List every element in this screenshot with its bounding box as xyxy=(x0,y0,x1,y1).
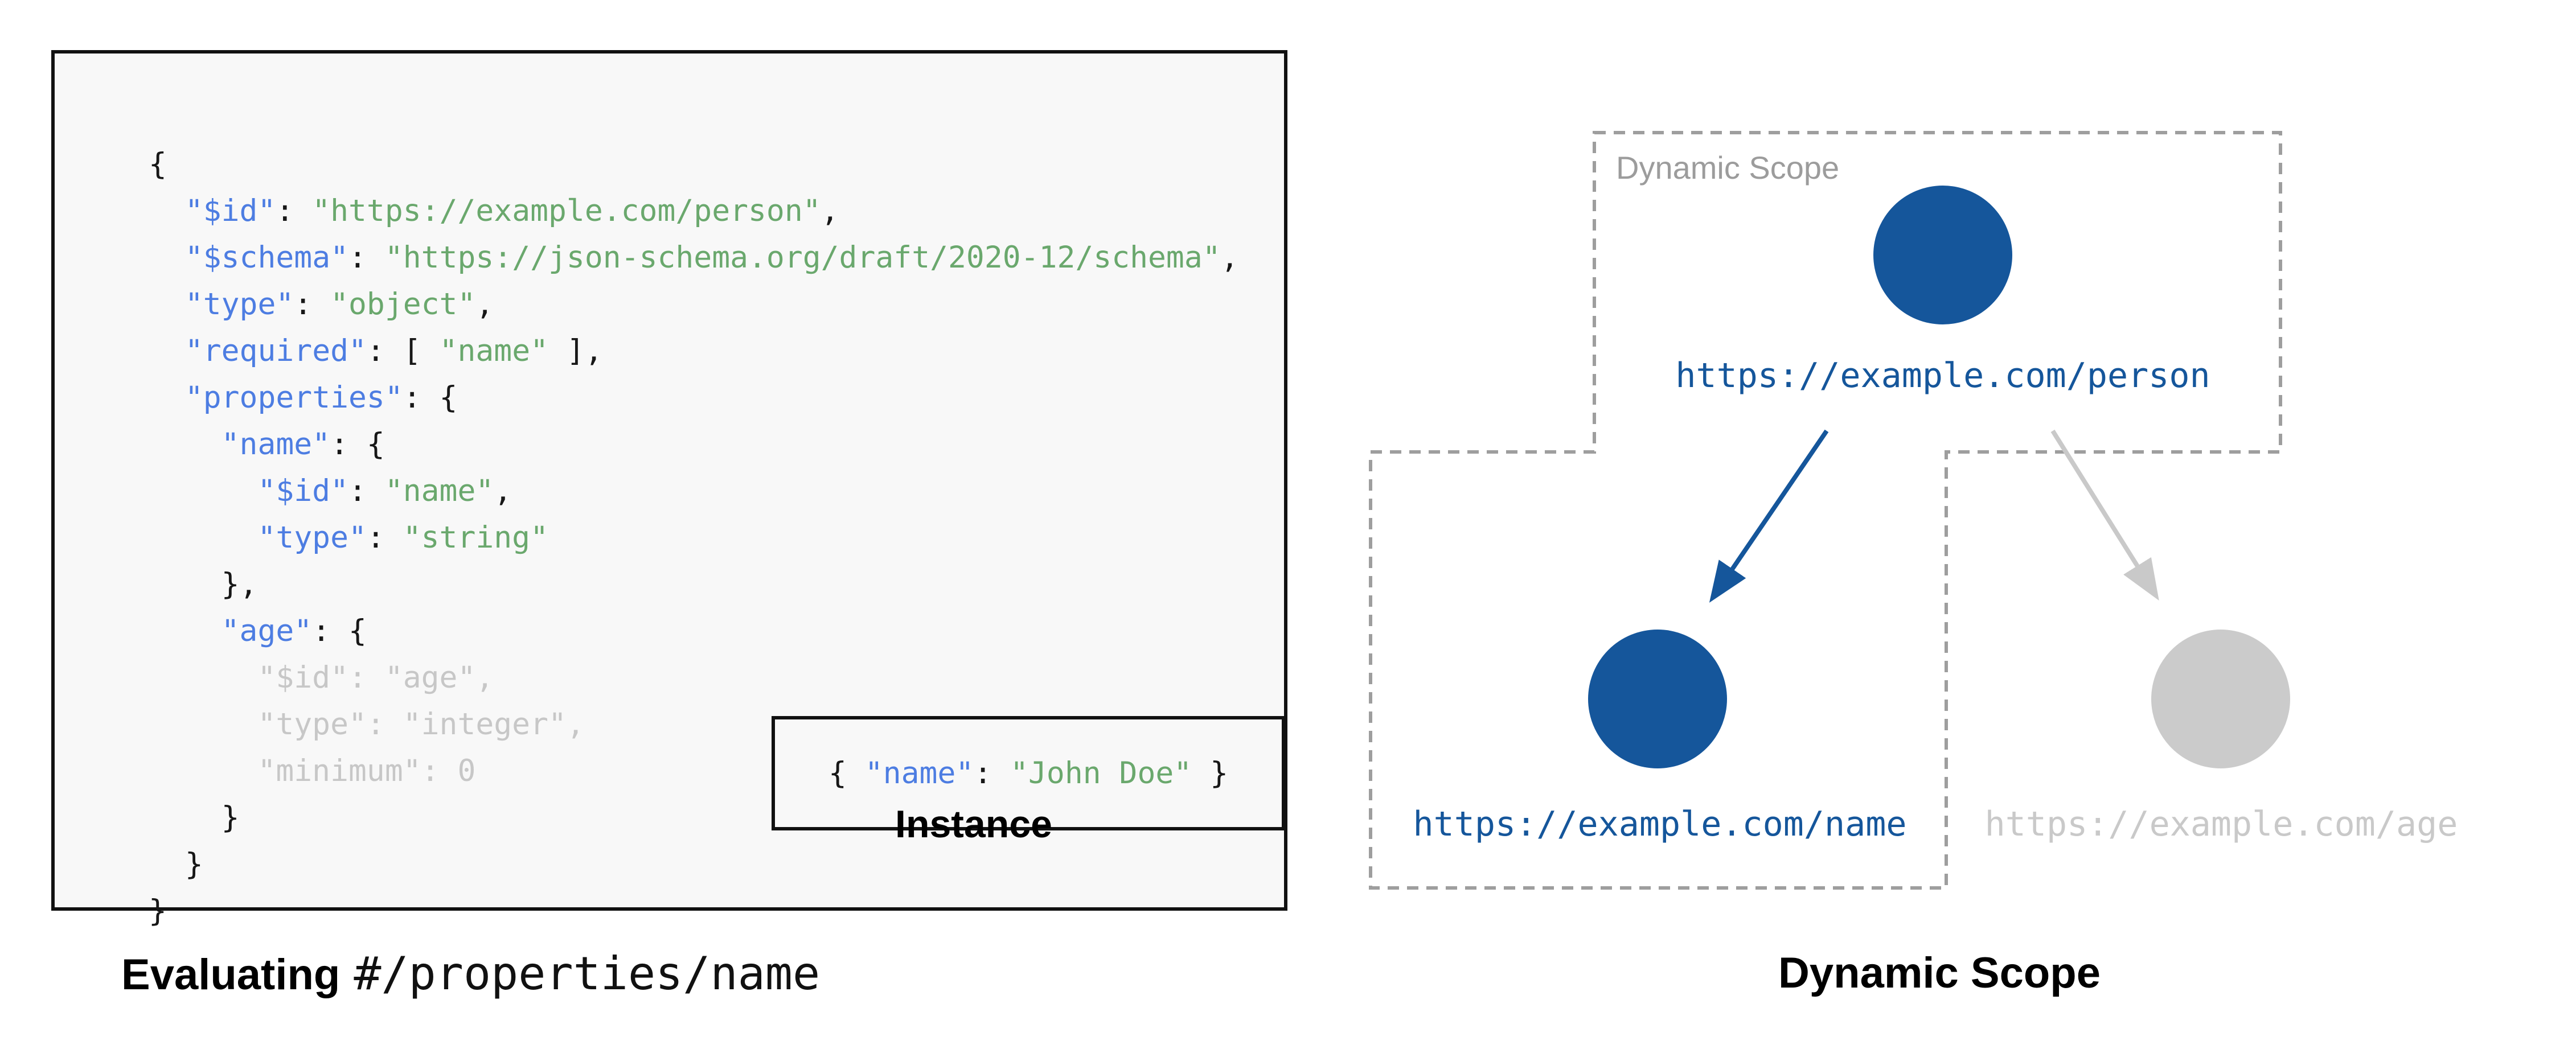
diagram-title: Dynamic Scope xyxy=(1778,949,2101,997)
name-schema-node xyxy=(1588,630,1727,768)
left-caption-evaluating: Evaluating xyxy=(121,951,341,999)
dynamic-scope-diagram xyxy=(1369,131,2290,890)
schema-code-box: { "$id": "https://example.com/person", "… xyxy=(51,50,1287,928)
age-schema-node xyxy=(2151,630,2290,768)
dynamic-scope-dashed-boundary xyxy=(1369,131,2282,890)
schema-code: { "$id": "https://example.com/person", "… xyxy=(149,147,1239,928)
person-schema-node xyxy=(1873,186,2012,324)
instance-box: { "name": "John Doe" } xyxy=(772,716,1285,830)
age-node-url: https://example.com/age xyxy=(1984,804,2458,844)
name-node-url: https://example.com/name xyxy=(1413,804,1907,844)
arrow-person-to-name xyxy=(1709,429,1829,603)
person-node-url: https://example.com/person xyxy=(1675,356,2210,396)
left-caption-json-pointer: #/properties/name xyxy=(354,947,821,1000)
instance-label: Instance xyxy=(895,803,1052,846)
dynamic-scope-region-label: Dynamic Scope xyxy=(1616,150,1840,186)
left-caption: Evaluating #/properties/name xyxy=(121,947,820,1000)
arrow-person-to-age xyxy=(2050,429,2159,601)
instance-code: { "name": "John Doe" } xyxy=(828,755,1229,791)
